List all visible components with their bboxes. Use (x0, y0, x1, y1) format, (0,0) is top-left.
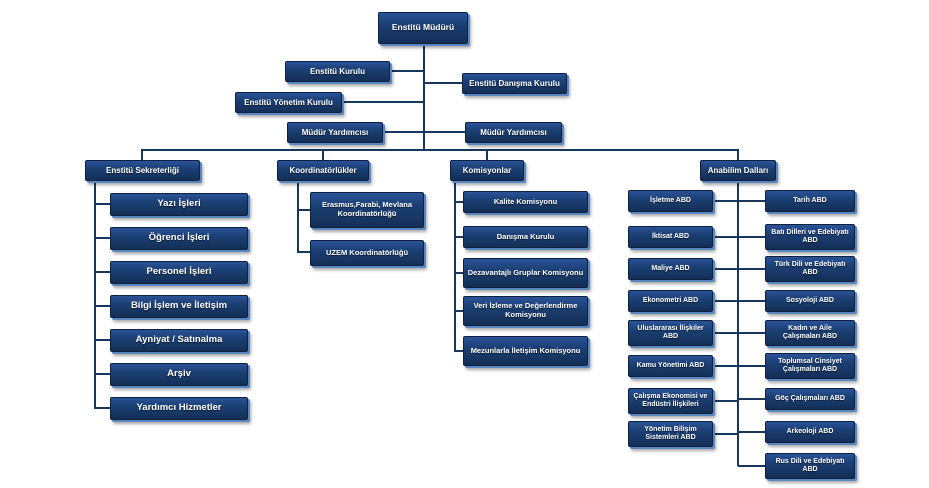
connector-line (712, 433, 738, 435)
connector-line (738, 365, 765, 367)
connector-spine-sekreterlik (94, 181, 96, 409)
node-arsiv: Arşiv (110, 363, 248, 386)
node-yonetim-bilisim-sistemleri-abd: Yönetim Bilişim Sistemleri ABD (628, 421, 713, 447)
connector-line (738, 398, 765, 400)
connector-line (454, 236, 463, 238)
connector-spine-anabilim (737, 181, 739, 466)
node-maliye-abd: Maliye ABD (628, 258, 713, 280)
connector-line (383, 131, 424, 133)
connector-line (486, 149, 488, 161)
node-kamu-yonetimi-abd: Kamu Yönetimi ABD (628, 355, 713, 377)
connector-line (297, 209, 310, 211)
connector-line (342, 101, 424, 103)
node-kalite-komisyonu: Kalite Komisyonu (463, 191, 588, 213)
node-uluslararasi-iliskiler-abd: Uluslararası İlişkiler ABD (628, 320, 713, 346)
node-yardimci-hizmetler: Yardımcı Hizmetler (110, 397, 248, 420)
connector-line (94, 203, 110, 205)
connector-line (738, 236, 765, 238)
branch-head-enstitu-sekreterligi: Enstitü Sekreterliği (85, 160, 200, 181)
node-enstitu-danisma-kurulu: Enstitü Danışma Kurulu (462, 73, 567, 94)
node-sosyoloji-abd: Sosyoloji ABD (765, 290, 855, 312)
node-iktisat-abd: İktisat ABD (628, 226, 713, 248)
branch-head-anabilim-dallari: Anabilim Dalları (700, 160, 776, 181)
connector-line (712, 332, 738, 334)
connector-line (712, 236, 738, 238)
connector-line (454, 350, 463, 352)
connector-line (738, 200, 765, 202)
connector-main-rail (141, 149, 739, 151)
node-ayniyat-satinalma: Ayniyat / Satınalma (110, 329, 248, 352)
node-kadin-aile-calismalari-abd: Kadın ve Aile Çalışmaları ABD (765, 320, 855, 346)
node-mezunlarla-iletisim-komisyonu: Mezunlarla İletişim Komisyonu (463, 336, 588, 366)
connector-line (423, 82, 462, 84)
connector-line (712, 300, 738, 302)
connector-line (454, 201, 463, 203)
connector-line (94, 373, 110, 375)
connector-line (738, 332, 765, 334)
node-yazi-isleri: Yazı İşleri (110, 193, 248, 216)
node-ekonometri-abd: Ekonometri ABD (628, 290, 713, 312)
node-enstitu-muduru: Enstitü Müdürü (378, 12, 468, 44)
connector-spine-komisyonlar (454, 181, 456, 351)
connector-spine-koordinatorlukler (297, 181, 299, 253)
connector-line (297, 251, 310, 253)
connector-line (94, 237, 110, 239)
connector-line (738, 431, 765, 433)
connector-line (737, 149, 739, 161)
connector-line (712, 200, 738, 202)
connector-line (738, 465, 765, 467)
node-mudur-yardimcisi-1: Müdür Yardımcısı (287, 122, 383, 143)
node-bati-dilleri-abd: Batı Dilleri ve Edebiyatı ABD (765, 224, 855, 250)
connector-line (141, 149, 143, 161)
node-veri-izleme-degerlendirme-komisyonu: Veri İzleme ve Değerlendirme Komisyonu (463, 296, 588, 326)
connector-line (454, 272, 463, 274)
connector-trunk (423, 44, 425, 150)
node-goc-calismalari-abd: Göç Çalışmaları ABD (765, 388, 855, 410)
node-mudur-yardimcisi-2: Müdür Yardımcısı (465, 122, 562, 143)
node-bilgi-islem-ve-iletisim: Bilgi İşlem ve İletişim (110, 295, 248, 318)
node-uzem-koordinatorlugu: UZEM Koordinatörlüğü (310, 240, 424, 266)
node-danisma-kurulu: Danışma Kurulu (463, 226, 588, 248)
branch-head-komisyonlar: Komisyonlar (450, 160, 524, 181)
node-turk-dili-abd: Türk Dili ve Edebiyatı ABD (765, 256, 855, 282)
node-ogrenci-isleri: Öğrenci İşleri (110, 227, 248, 250)
node-erasmus-farabi-mevlana-koordinatorlugu: Erasmus,Farabi, Mevlana Koordinatörlüğü (310, 192, 424, 228)
node-rus-dili-abd: Rus Dili ve Edebiyatı ABD (765, 453, 855, 479)
node-arkeoloji-abd: Arkeoloji ABD (765, 421, 855, 443)
node-tarih-abd: Tarih ABD (765, 190, 855, 212)
connector-line (712, 268, 738, 270)
node-dezavantajli-gruplar-komisyonu: Dezavantajlı Gruplar Komisyonu (463, 258, 588, 288)
connector-line (712, 365, 738, 367)
connector-line (423, 131, 465, 133)
connector-line (94, 407, 110, 409)
connector-line (94, 305, 110, 307)
node-calisma-ekonomisi-abd: Çalışma Ekonomisi ve Endüstri İlişkileri (628, 388, 713, 414)
node-isletme-abd: İşletme ABD (628, 190, 713, 212)
node-personel-isleri: Personel İşleri (110, 261, 248, 284)
node-toplumsal-cinsiyet-abd: Toplumsal Cinsiyet Çalışmaları ABD (765, 353, 855, 379)
connector-line (390, 70, 424, 72)
connector-line (94, 271, 110, 273)
connector-line (712, 400, 738, 402)
branch-head-koordinatorlukler: Koordinatörlükler (277, 160, 369, 181)
connector-line (738, 300, 765, 302)
node-enstitu-kurulu: Enstitü Kurulu (285, 61, 390, 82)
node-enstitu-yonetim-kurulu: Enstitü Yönetim Kurulu (235, 92, 342, 113)
connector-line (322, 149, 324, 161)
connector-line (454, 310, 463, 312)
connector-line (94, 339, 110, 341)
connector-line (738, 268, 765, 270)
